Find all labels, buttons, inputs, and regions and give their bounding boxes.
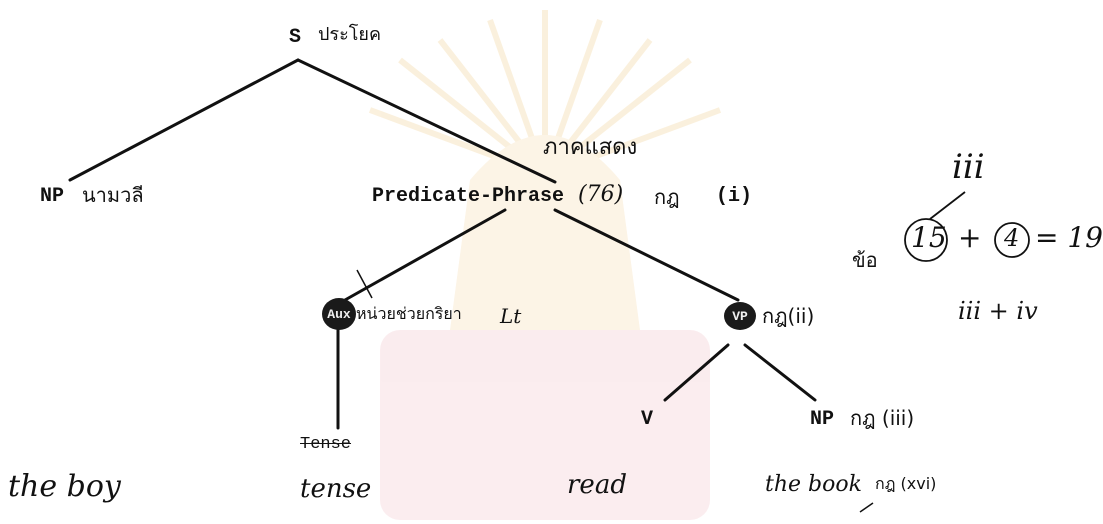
terminal-the-book: the book bbox=[765, 472, 862, 497]
node-s: S bbox=[289, 26, 302, 49]
vp-rule: กฎ(ii) bbox=[762, 304, 815, 328]
node-predicate-phrase: Predicate-Phrase bbox=[372, 185, 565, 208]
node-np-thai: นามวลี bbox=[82, 183, 144, 207]
node-vp-label: VP bbox=[732, 308, 748, 324]
node-np-subject: NP bbox=[40, 185, 65, 208]
circle-4 bbox=[994, 222, 1030, 258]
edge-vp-v bbox=[663, 343, 730, 402]
side-iii-iv: iii + iv bbox=[958, 297, 1038, 325]
terminal-read: read bbox=[567, 470, 627, 500]
node-aux: Aux bbox=[322, 298, 356, 330]
predicate-number: (76) bbox=[578, 182, 624, 207]
edge-s-np bbox=[68, 58, 300, 182]
terminal-the-book-rule: กฎ (xvi) bbox=[875, 474, 937, 493]
side-n15: 15 bbox=[911, 221, 947, 254]
terminal-the-boy: the boy bbox=[8, 469, 121, 504]
circle-15 bbox=[904, 218, 948, 262]
node-tense: Tense bbox=[300, 435, 352, 454]
terminal-tense: tense bbox=[300, 474, 372, 504]
predicate-thai-top: ภาคแสดง bbox=[543, 135, 638, 160]
node-vp: VP bbox=[724, 302, 756, 330]
predicate-rule-label: กฎ bbox=[654, 185, 680, 209]
node-np-object: NP bbox=[810, 408, 835, 431]
side-thai: ข้อ bbox=[852, 248, 878, 272]
side-n4: 4 bbox=[1004, 224, 1020, 252]
aux-mark: Lt bbox=[500, 304, 522, 328]
np-object-rule: กฎ (iii) bbox=[850, 406, 915, 430]
edge-predicate-aux bbox=[343, 208, 507, 302]
edge-predicate-vp bbox=[553, 208, 740, 302]
predicate-rule-num: (i) bbox=[716, 185, 753, 208]
node-aux-label: Aux bbox=[327, 306, 351, 322]
edge-vp-np bbox=[743, 343, 817, 402]
aux-thai: หน่วยช่วยกริยา bbox=[356, 304, 462, 323]
side-eq: = 19 bbox=[1035, 221, 1103, 254]
node-s-thai: ประโยค bbox=[318, 24, 382, 45]
side-iii: iii bbox=[952, 147, 985, 187]
edge-s-predicate bbox=[296, 58, 557, 184]
side-plus: + bbox=[958, 221, 982, 254]
node-v: V bbox=[641, 408, 654, 431]
